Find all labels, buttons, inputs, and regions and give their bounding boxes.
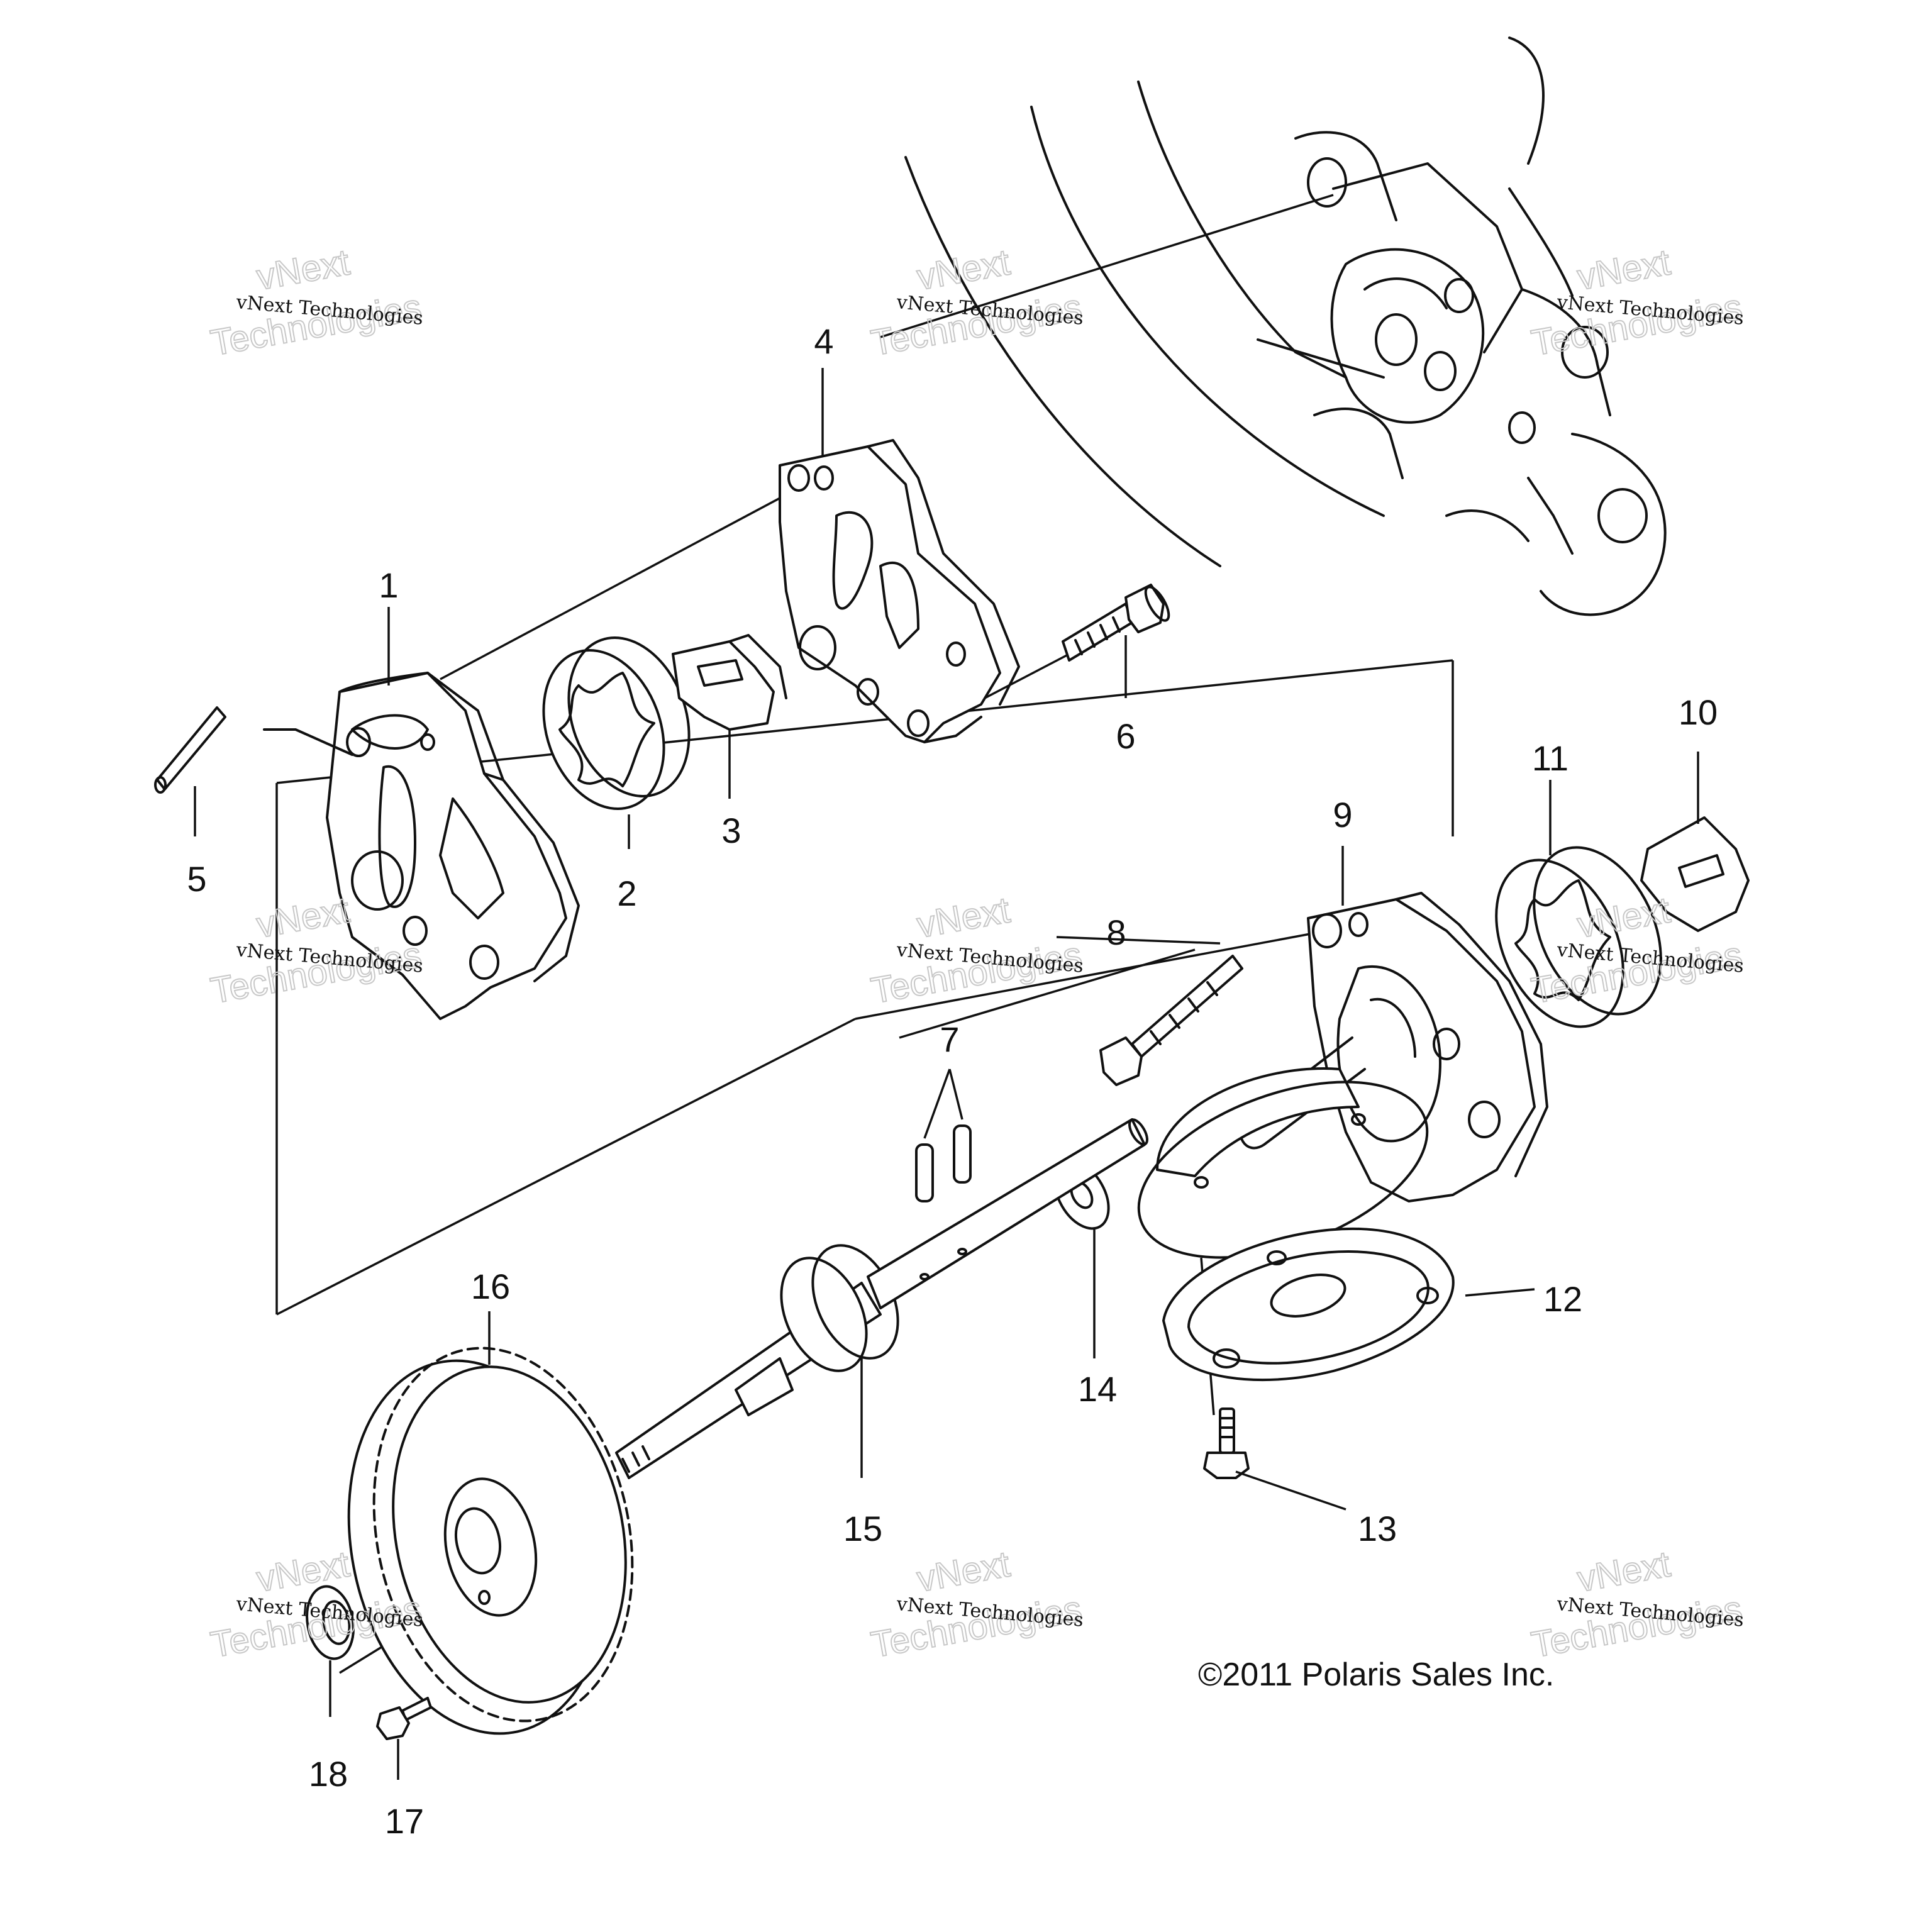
outer-rotor-2 (542, 636, 691, 810)
gear-16 (347, 1346, 634, 1735)
gasket-12 (1162, 1227, 1455, 1382)
washer-18 (306, 1585, 355, 1660)
inner-rotor-10 (1640, 816, 1750, 932)
watermark-vnext: vNext (253, 242, 352, 298)
callout-12: 12 (1543, 1279, 1582, 1319)
bolt-6 (1062, 584, 1170, 662)
pump-plate-4 (779, 439, 1020, 743)
pump-housing-9 (1238, 892, 1548, 1202)
callout-6: 6 (1116, 716, 1135, 756)
pump-body-1 (263, 672, 580, 1020)
bolt-17 (376, 1697, 432, 1740)
callout-2: 2 (617, 874, 636, 913)
callout-13: 13 (1358, 1509, 1397, 1548)
callout-10: 10 (1679, 692, 1718, 732)
callout-16: 16 (471, 1267, 510, 1306)
callout-15: 15 (843, 1509, 882, 1548)
inner-rotor-3 (672, 634, 787, 731)
watermark-vnext: vNext (914, 1543, 1013, 1600)
callout-7: 7 (940, 1019, 959, 1059)
watermark-vnext: vNext (1574, 1543, 1673, 1600)
callout-4: 4 (814, 321, 833, 361)
callout-leaders (194, 368, 1699, 1780)
callout-9: 9 (1333, 795, 1352, 835)
dowel-pins-7 (915, 1124, 972, 1202)
callout-17: 17 (385, 1801, 424, 1841)
watermark-vnext: vNext (914, 889, 1013, 946)
copyright-text: ©2011 Polaris Sales Inc. (1198, 1657, 1554, 1693)
callout-1: 1 (379, 565, 398, 605)
pin-5 (154, 706, 226, 794)
oil-strainer (1137, 1067, 1429, 1259)
callout-18: 18 (309, 1754, 348, 1794)
callout-14: 14 (1078, 1369, 1117, 1409)
shaft-15 (615, 1118, 1148, 1479)
screw-13 (1203, 1407, 1250, 1479)
watermark-vnext: vNext (253, 889, 352, 946)
watermark-vnext: vNext (914, 242, 1013, 298)
callout-numbers: 1 2 3 4 5 6 7 8 9 10 11 12 13 14 15 16 1… (187, 321, 1718, 1841)
crankcase-outline (904, 36, 1667, 616)
outer-rotor-11 (1495, 846, 1662, 1028)
watermark-vnext: vNext (1574, 242, 1673, 298)
callout-11: 11 (1532, 738, 1568, 778)
callout-8: 8 (1106, 913, 1126, 952)
bolt-8 (1099, 955, 1243, 1086)
callout-5: 5 (187, 859, 206, 899)
callout-3: 3 (721, 811, 741, 850)
